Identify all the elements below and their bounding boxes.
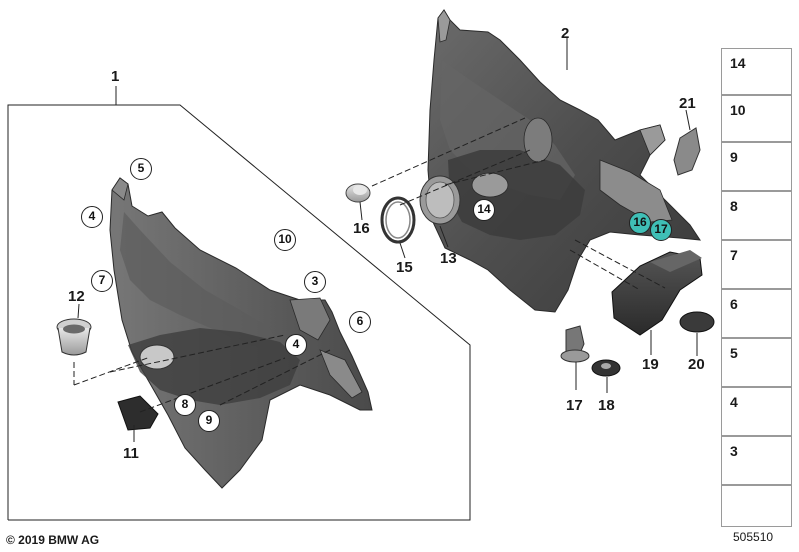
callout-circle-10: 10: [274, 229, 296, 251]
legend-cell-4: 4: [721, 387, 792, 436]
copyright-text: © 2019 BMW AG: [6, 533, 100, 547]
legend-cell-arrow: [721, 485, 792, 527]
leader-lines-left: [73, 334, 331, 413]
legend-cell-3: 3: [721, 436, 792, 485]
callout-circle-5: 5: [130, 158, 152, 180]
callout-circle-4-mid: 4: [285, 334, 307, 356]
part-18-grommet: [591, 359, 621, 377]
part-15-ring: [380, 196, 416, 244]
legend-cell-8: 8: [721, 191, 792, 240]
part-19-bracket: [611, 250, 703, 336]
image-number: 505510: [733, 530, 774, 544]
callout-19: 19: [642, 356, 659, 373]
callout-21: 21: [679, 95, 696, 112]
part-11-cover: [117, 395, 159, 431]
callout-12: 12: [68, 288, 85, 305]
callout-13: 13: [440, 250, 457, 267]
callout-highlight-16: 16: [629, 212, 651, 234]
callout-11: 11: [123, 445, 139, 462]
callout-18: 18: [598, 397, 615, 414]
legend-cell-6: 6: [721, 289, 792, 338]
callout-circle-9: 9: [198, 410, 220, 432]
part-13-grille: [419, 175, 461, 225]
callout-15: 15: [396, 259, 413, 276]
callout-17: 17: [566, 397, 583, 414]
callout-circle-6: 6: [349, 311, 371, 333]
legend-cell-7: 7: [721, 240, 792, 289]
detail-frame: [7, 86, 471, 521]
part-12-cup-holder: [56, 318, 92, 356]
left-trim-panel: [109, 177, 373, 489]
legend-cell-10: 10: [721, 95, 792, 142]
callout-highlight-17: 17: [650, 219, 672, 241]
callout-20: 20: [688, 356, 705, 373]
callout-circle-7: 7: [91, 270, 113, 292]
callout-circle-4-top: 4: [81, 206, 103, 228]
callout-circle-8: 8: [174, 394, 196, 416]
callout-circle-3: 3: [304, 271, 326, 293]
part-16-cap: [345, 183, 371, 203]
legend-cell-14: 14: [721, 48, 792, 95]
leader-lines-right: [371, 117, 666, 291]
callout-1: 1: [111, 68, 120, 85]
callout-circle-14: 14: [473, 199, 495, 221]
part-20-disc: [679, 311, 715, 333]
callout-16: 16: [353, 220, 370, 237]
callout-2: 2: [561, 25, 570, 42]
legend-cell-5: 5: [721, 338, 792, 387]
part-21-bracket: [673, 127, 701, 176]
part-17-clip: [560, 325, 590, 363]
label-leaders: [77, 38, 698, 442]
legend-cell-9: 9: [721, 142, 792, 191]
